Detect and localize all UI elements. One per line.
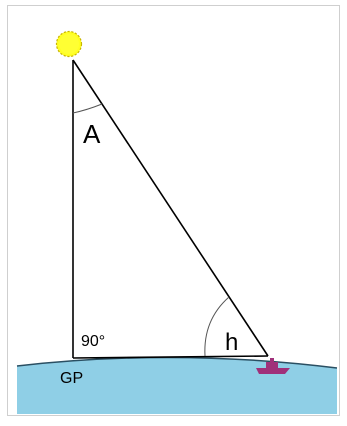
sea	[17, 357, 337, 414]
right-angle-label: 90°	[81, 333, 105, 350]
angle-label-h: h	[225, 329, 238, 356]
base-line	[72, 355, 269, 359]
sun-icon	[55, 30, 83, 58]
angle-arc-ship	[204, 296, 230, 357]
angle-arc-sun	[72, 103, 103, 114]
hypotenuse-line	[72, 59, 269, 357]
angle-label-a: A	[83, 119, 101, 149]
ship-icon	[256, 358, 290, 374]
frame-border	[7, 5, 340, 416]
ground-point-label: GP	[60, 370, 83, 387]
